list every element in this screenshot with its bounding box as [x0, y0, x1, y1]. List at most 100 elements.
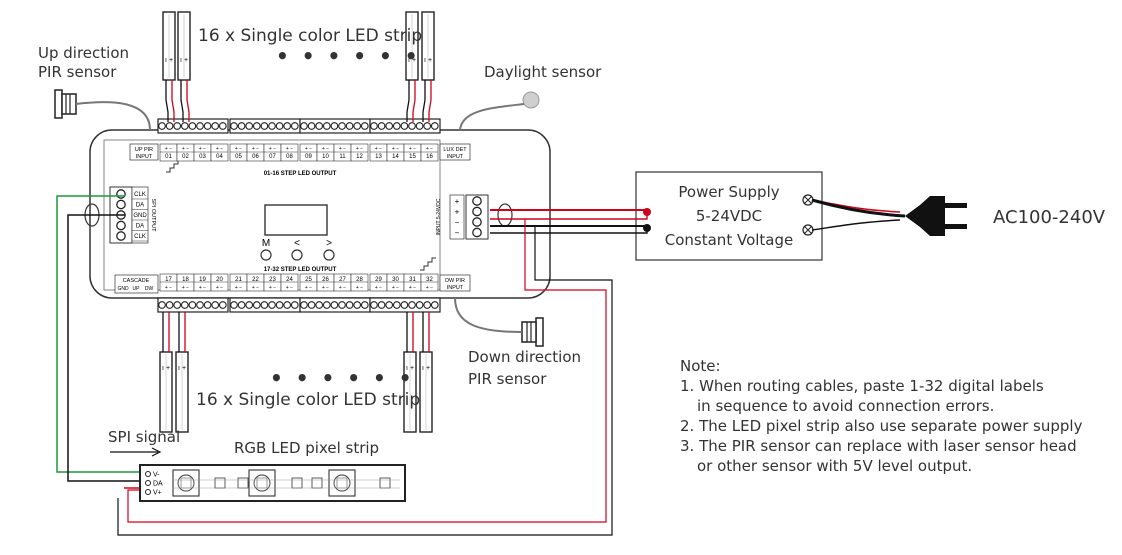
terminal-screw [218, 122, 227, 130]
channel-number-31: 31 [409, 277, 416, 283]
strip-polarity-minus: ı [408, 57, 410, 64]
channel-number-03: 03 [199, 154, 206, 160]
channel-cell [420, 143, 439, 162]
terminal-screw [230, 122, 238, 130]
top-section-label: 01-16 STEP LED OUTPUT [264, 171, 337, 177]
note-1-line-2: in sequence to avoid connection errors. [697, 397, 995, 415]
terminal-screw [275, 122, 284, 130]
terminal-screw [245, 122, 254, 130]
channel-number-04: 04 [216, 154, 223, 160]
channel-cell [350, 273, 369, 292]
spi-pin-clk: CLK [134, 192, 146, 198]
channel-polarity: + − [286, 285, 293, 291]
cascade-pin-gnd: GND [117, 286, 129, 292]
button-right-label: > [326, 238, 332, 249]
terminal-screw [211, 122, 220, 130]
terminal-screw [400, 301, 409, 309]
channel-polarity: + − [339, 146, 346, 152]
terminal-screw [400, 122, 409, 130]
terminal-screw [370, 301, 378, 309]
channel-polarity: + − [235, 285, 242, 291]
terminal-screw [423, 301, 432, 309]
pixel-strip-pin [145, 489, 151, 495]
terminal-screw [338, 122, 346, 130]
terminal-screw [322, 122, 331, 130]
terminal-screw [260, 301, 269, 309]
terminal-screw [353, 301, 362, 309]
terminal-screw [330, 301, 339, 309]
note-1-line-1: 1. When routing cables, paste 1-32 digit… [680, 377, 1044, 395]
pixel-strip-pin [145, 480, 151, 486]
channel-number-05: 05 [235, 154, 242, 160]
up-pir-input-label: UP PIR [135, 147, 153, 153]
spi-wires [56, 195, 162, 489]
channel-number-15: 15 [409, 154, 416, 160]
channel-polarity: + − [426, 146, 433, 152]
channel-number-12: 12 [356, 154, 363, 160]
pixel-strip-label: RGB LED pixel strip [234, 439, 380, 457]
strip-polarity-minus: ı [424, 57, 426, 64]
channel-number-28: 28 [356, 277, 363, 283]
up-pir-label-line1: Up direction [38, 44, 130, 62]
button-left-label: < [294, 238, 300, 249]
strip-polarity-minus: ı [165, 57, 167, 64]
terminal-screw [360, 301, 369, 309]
channel-polarity: + − [182, 146, 189, 152]
button-m-label: M [262, 238, 270, 249]
controller-body: M < > 01-16 STEP LED OUTPUT 17-32 STEP L… [84, 129, 551, 299]
spi-pin-clk: CLK [134, 234, 146, 240]
channel-polarity: + − [392, 285, 399, 291]
ac-plug-icon [811, 196, 967, 236]
down-pir-label-line2: PIR sensor [468, 370, 547, 388]
button-left[interactable] [291, 249, 303, 261]
stair-icon-bottom [420, 257, 436, 271]
terminal-screw [283, 122, 292, 130]
channel-polarity: + − [216, 146, 223, 152]
channel-number-06: 06 [252, 154, 259, 160]
strip-bottom-label: 16 x Single color LED strip [196, 390, 421, 410]
psu-line-2: 5-24VDC [695, 207, 763, 225]
spi-pin-gnd: GND [133, 213, 147, 219]
strip-polarity-plus: + [182, 365, 186, 372]
spi-terminal-screw [116, 189, 126, 199]
button-m[interactable] [260, 249, 272, 261]
channel-number-01: 01 [165, 154, 172, 160]
strip-polarity-minus: ı [178, 365, 180, 372]
channel-number-27: 27 [339, 277, 346, 283]
channel-cell [280, 143, 299, 162]
terminal-screw [275, 301, 284, 309]
channel-number-10: 10 [322, 154, 329, 160]
terminal-screw [180, 301, 189, 309]
terminal-screw [322, 301, 331, 309]
channel-polarity: + − [165, 146, 172, 152]
up-pir-sensor-icon [54, 89, 151, 131]
channel-polarity: + − [252, 146, 259, 152]
up-pir-label-line2: PIR sensor [38, 63, 117, 81]
terminal-screw [370, 122, 378, 130]
input-terminal-screw [472, 227, 482, 238]
spi-signal-label: SPI signal [108, 428, 181, 446]
terminal-screw [392, 122, 401, 130]
strip-polarity-plus: + [426, 365, 430, 372]
lux-det-input-label: LUX DET [443, 147, 467, 153]
notes-title: Note: [680, 357, 721, 375]
terminal-screw [218, 301, 227, 309]
dw-pir-input-label-2: INPUT [447, 285, 464, 291]
channel-number-25: 25 [305, 277, 312, 283]
note-2-line-1: 2. The LED pixel strip also use separate… [680, 417, 1083, 435]
strip-polarity-plus: + [184, 57, 188, 64]
power-supply [635, 171, 823, 261]
spi-output-side-label: SPI OUTPUT [150, 198, 156, 232]
terminal-screw [338, 301, 346, 309]
input-pin-label: + [455, 208, 460, 217]
channel-polarity: + − [322, 146, 329, 152]
terminal-screw [158, 301, 166, 309]
channel-polarity: + − [409, 285, 416, 291]
channel-number-22: 22 [252, 277, 259, 283]
pixel-pin-vminus: V- [153, 472, 160, 479]
terminal-screw [268, 301, 276, 309]
terminal-screw [203, 122, 212, 130]
channel-number-16: 16 [426, 154, 433, 160]
cascade-pin-dw: DW [145, 286, 154, 292]
button-right[interactable] [323, 249, 335, 261]
